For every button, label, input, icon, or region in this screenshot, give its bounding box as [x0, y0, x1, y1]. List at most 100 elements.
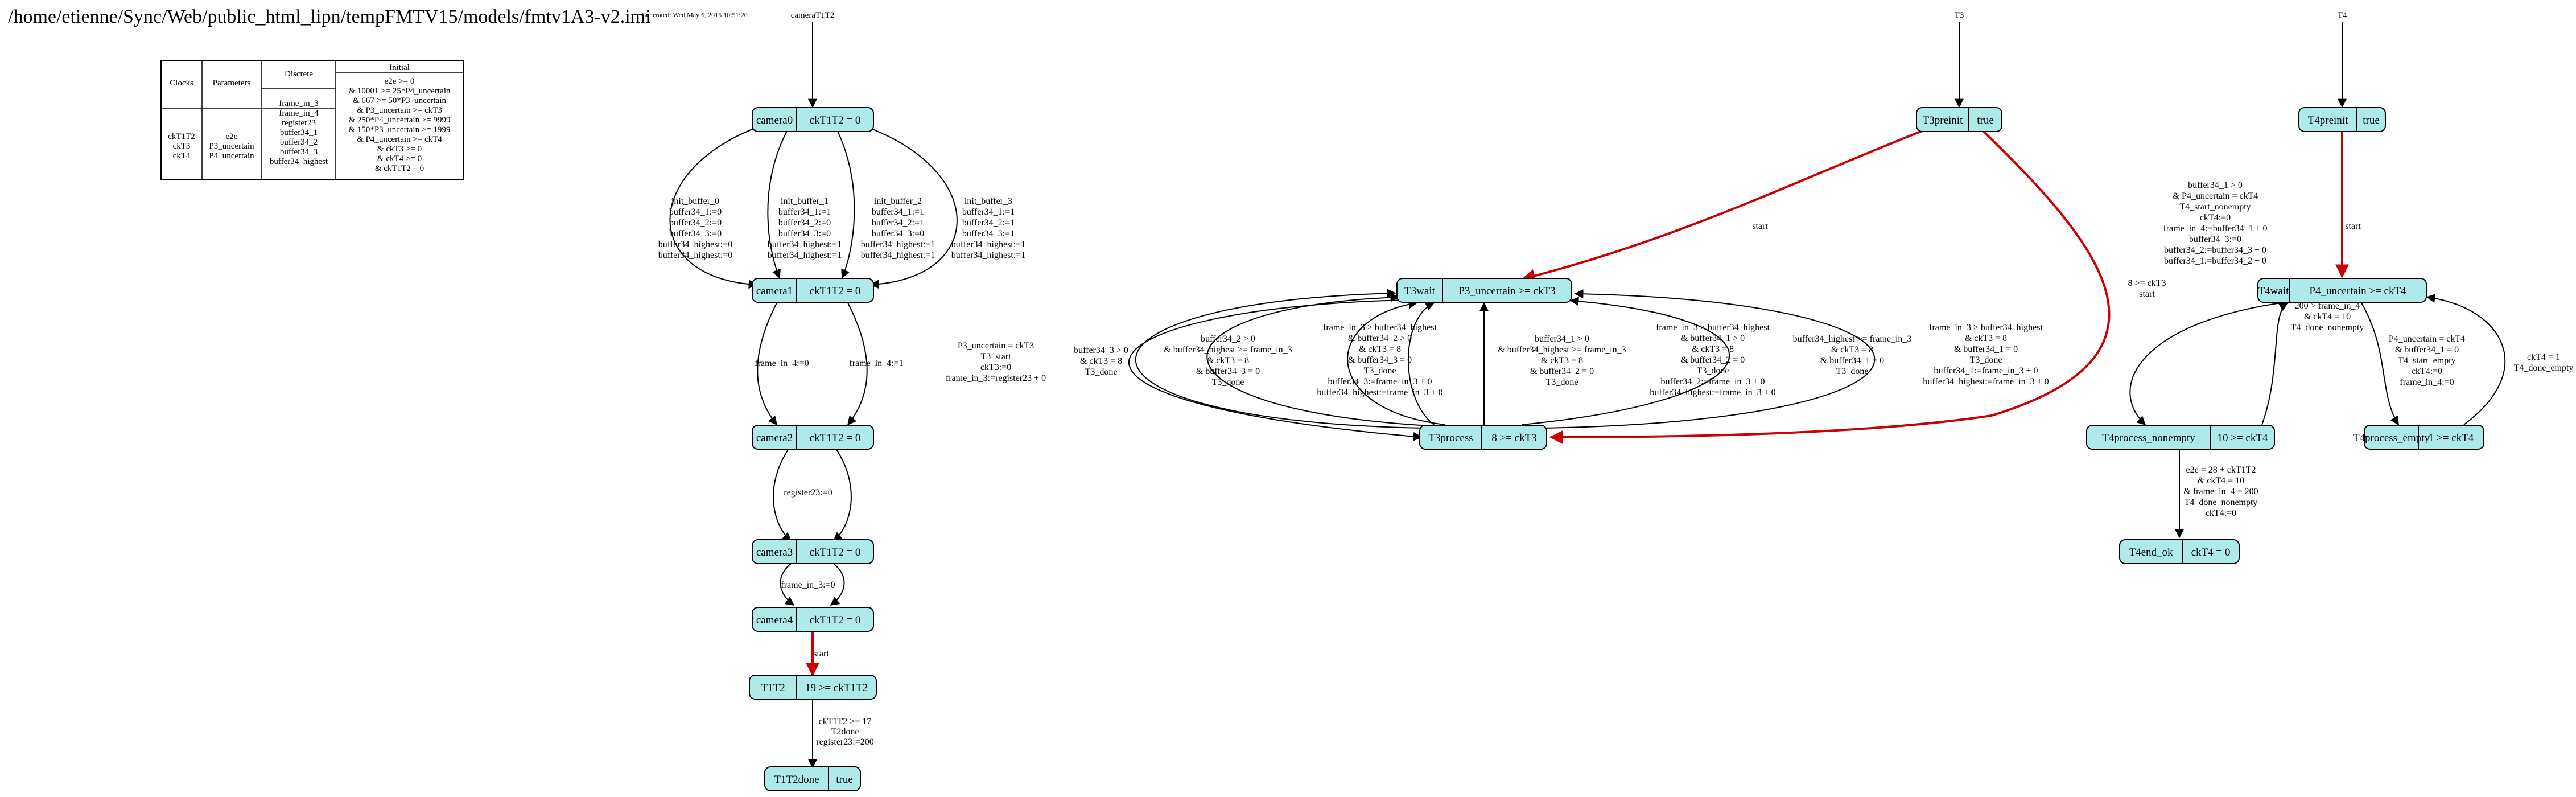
edge-label-line: T4_done_empty	[2514, 363, 2574, 373]
location-invariant: 8 >= ckT3	[1491, 432, 1536, 444]
edge-label-line: & frame_in_4 = 200	[2183, 487, 2258, 496]
location-invariant: true	[836, 774, 853, 786]
location-name: T3preinit	[1923, 114, 1963, 126]
header-initial: Initial	[389, 63, 410, 72]
edge-label-line: & ckT3 = 8	[1831, 345, 1873, 355]
label-t3_e6: frame_in_3 > buffer34_highest& buffer34_…	[1650, 323, 1775, 397]
label-t3pre_wait: start	[1752, 221, 1768, 231]
edge-label-line: & buffer34_1 = 0	[1820, 356, 1884, 365]
label-t3_e8: frame_in_3 > buffer34_highest& ckT3 = 8&…	[1923, 323, 2049, 387]
location-invariant: ckT1T2 = 0	[810, 614, 861, 626]
edge-t3-back-4	[1408, 302, 1435, 425]
edge-label-line: T3_done	[1697, 366, 1729, 376]
label-t4_nonempty: buffer34_1 > 0& P4_uncertain = ckT4T4_st…	[2163, 180, 2267, 266]
location-invariant: 19 >= ckT1T2	[805, 682, 868, 694]
edge-label-line: frame_in_4:=buffer34_1 + 0	[2163, 224, 2267, 233]
location-name: T4process_empty	[2353, 432, 2430, 444]
label-c0c1_d: init_buffer_3buffer34_1:=1buffer34_2:=1b…	[951, 196, 1025, 260]
location-invariant: ckT1T2 = 0	[810, 432, 861, 444]
edge-label-line: buffer34_1:=frame_in_3 + 0	[1934, 366, 2038, 376]
location-name: T4process_nonempty	[2102, 432, 2195, 444]
edge-c1-c2-b	[847, 302, 868, 426]
edge-label-line: & buffer34_3 = 0	[1348, 355, 1412, 365]
table-cell: buffer34_highest	[270, 157, 328, 166]
edge-label-line: buffer34_highest:=1	[951, 250, 1025, 260]
table-cell: buffer34_1	[280, 128, 318, 137]
location-name: camera2	[756, 432, 793, 444]
edge-label-line: ckT1T2 >= 17	[819, 717, 872, 726]
edge-c1-c2-a	[757, 302, 778, 426]
location-name: camera4	[756, 614, 793, 626]
edge-label-line: T3_done	[1212, 377, 1244, 387]
edge-label-line: start	[1752, 221, 1768, 231]
edge-label-line: e2e = 28 + ckT1T2	[2186, 465, 2256, 475]
edge-label-line: buffer34_highest:=1	[951, 240, 1025, 249]
edge-label-line: & buffer34_2 > 0	[1348, 334, 1412, 343]
edge-label-line: buffer34_highest >= frame_in_3	[1793, 334, 1912, 344]
edge-label-line: frame_in_3 > buffer34_highest	[1929, 323, 2043, 332]
edge-label-line: & buffer34_highest >= frame_in_3	[1498, 345, 1626, 355]
edge-label-line: buffer34_3 > 0	[1074, 346, 1128, 355]
location-camera1: camera1 ckT1T2 = 0	[752, 278, 874, 303]
edge-label-line: T4_done_nonempty	[2185, 498, 2258, 507]
table-cell: P4_uncertain	[209, 151, 254, 161]
location-name: camera1	[756, 285, 793, 297]
table-cell: ckT4	[173, 151, 191, 161]
edge-c2-c3-b	[832, 449, 852, 542]
table-cell: & 150*P3_uncertain >= 1999	[349, 125, 451, 134]
edge-label-line: init_buffer_1	[781, 196, 829, 206]
header-discrete: Discrete	[285, 69, 313, 79]
edge-label-line: buffer34_3:=1	[962, 229, 1015, 239]
location-name: camera0	[756, 114, 793, 126]
edge-label-line: frame_in_3:=0	[781, 580, 835, 590]
table-cell: e2e	[226, 132, 238, 141]
edge-label-line: & buffer34_1 = 0	[1954, 344, 2018, 354]
location-camera2: camera2 ckT1T2 = 0	[752, 425, 874, 450]
edge-t3preinit-t3process	[1549, 129, 2111, 444]
location-invariant: 10 >= ckT4	[2218, 432, 2268, 444]
edge-label-line: T4_done_nonempty	[2291, 323, 2364, 332]
edge-label-line: T3_start	[980, 352, 1011, 361]
generated-timestamp: Generated: Wed May 6, 2015 10:51:20	[641, 11, 748, 19]
edge-label-line: ckT3:=0	[980, 363, 1011, 372]
edge-c3-c4-b	[830, 563, 845, 606]
edge-label-line: T3_done	[1970, 355, 2002, 365]
edge-label-line: & buffer34_highest >= frame_in_3	[1164, 345, 1292, 355]
edge-label-line: buffer34_2:=1	[872, 218, 924, 228]
edge-label-line: buffer34_1:=1	[778, 207, 831, 217]
location-invariant: ckT4 = 0	[2191, 547, 2231, 558]
label-t4_empty: P4_uncertain = ckT4& buffer34_1 = 0T4_st…	[2389, 334, 2465, 387]
edge-label-line: init_buffer_3	[965, 196, 1012, 206]
edge-label-line: start	[2345, 221, 2361, 231]
label-t4_end: e2e = 28 + ckT1T2& ckT4 = 10& frame_in_4…	[2183, 465, 2258, 518]
table-cell: ckT1T2	[168, 132, 195, 141]
edge-label-line: ckT4:=0	[2200, 213, 2231, 223]
table-cell: & 10001 >= 25*P4_uncertain	[349, 87, 451, 96]
edge-label-line: & buffer34_1 = 0	[2395, 345, 2459, 355]
label-t3_e1: P3_uncertain = ckT3T3_startckT3:=0frame_…	[946, 341, 1046, 383]
automaton-T3-label: T3	[1955, 11, 1964, 20]
table-cell: register23	[282, 118, 316, 128]
edge-label-line: & buffer34_3 = 0	[1196, 367, 1260, 376]
edge-label-line: buffer34_highest:=1	[861, 240, 935, 249]
edge-t3-back-7	[1539, 289, 1876, 429]
table-cell: P3_uncertain	[209, 142, 254, 151]
label-t4_empty_back: ckT4 = 1T4_done_empty	[2514, 352, 2574, 373]
edge-t3-back-1	[1135, 289, 1426, 429]
location-invariant: ckT1T2 = 0	[810, 285, 861, 297]
label-t3_e5: buffer34_1 > 0& buffer34_highest >= fram…	[1498, 334, 1626, 387]
edge-label-line: & ckT4 = 10	[2198, 476, 2244, 486]
label-t3_e7: buffer34_highest >= frame_in_3& ckT3 = 8…	[1793, 334, 1912, 376]
label-c0c1_b: init_buffer_1buffer34_1:=1buffer34_2:=0b…	[768, 196, 842, 260]
location-invariant: ckT1T2 = 0	[810, 547, 861, 558]
file-path: /home/etienne/Sync/Web/public_html_lipn/…	[8, 6, 651, 27]
edge-label-line: T4_start_nonempty	[2179, 202, 2251, 212]
